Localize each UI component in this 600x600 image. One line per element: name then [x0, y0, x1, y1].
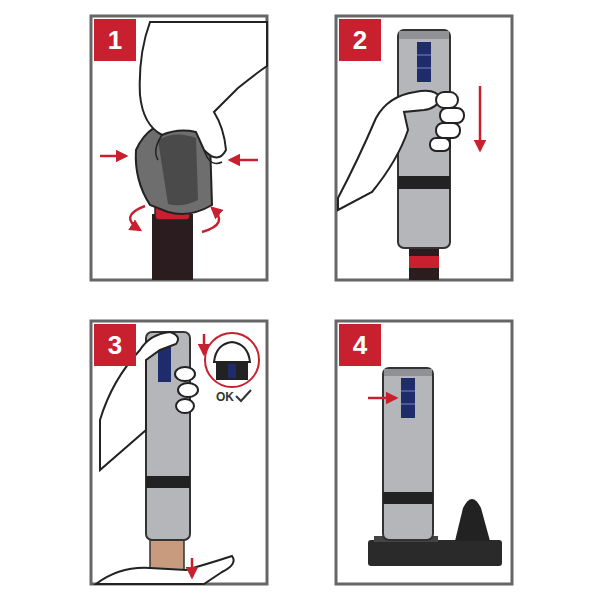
step-number: 4 — [353, 332, 367, 358]
button-line — [417, 54, 431, 56]
opener-band — [383, 492, 433, 504]
inset-button — [228, 364, 236, 378]
panel-2-art — [338, 30, 480, 280]
step-number-badge: 4 — [339, 324, 381, 366]
step-number: 2 — [353, 27, 367, 53]
panel-frames — [91, 16, 512, 584]
finger — [436, 123, 460, 138]
inset-opener-top — [216, 362, 248, 380]
release-arrow — [191, 558, 194, 577]
step-number-badge: 2 — [339, 19, 381, 61]
hand — [140, 22, 267, 158]
finger — [440, 108, 464, 123]
foil-cutter-shade — [158, 134, 198, 205]
squeeze-arrow — [100, 155, 126, 158]
panel-frame — [336, 16, 512, 280]
check-mark — [236, 390, 251, 401]
finger — [175, 367, 195, 381]
panel-4-art — [368, 368, 502, 566]
panel-frame — [91, 321, 267, 584]
electric-opener — [383, 368, 433, 540]
squeeze-arrow — [230, 159, 258, 162]
finger — [436, 92, 458, 108]
button-line — [417, 67, 431, 69]
catching-hand — [96, 556, 234, 584]
button-line — [401, 390, 415, 392]
panel-frame — [91, 16, 267, 280]
hand — [338, 91, 440, 210]
detail-inset — [205, 333, 259, 387]
bottle-capsule — [409, 256, 439, 268]
status-label: OK — [216, 391, 234, 403]
bottle-neck — [152, 214, 193, 280]
finger — [178, 383, 198, 397]
button-line — [401, 403, 415, 405]
push-arrow — [479, 86, 482, 150]
opener-cap — [399, 31, 449, 39]
rotate-arrow — [202, 208, 219, 232]
inset-thumb — [214, 342, 250, 362]
opener-band — [398, 176, 450, 189]
electric-opener — [398, 30, 450, 248]
finger — [176, 399, 194, 413]
indicator-arrow — [368, 397, 396, 400]
step-number: 3 — [108, 332, 122, 358]
rotate-arrow — [130, 206, 145, 230]
finger-line — [204, 150, 222, 164]
opener-band — [146, 476, 190, 488]
electric-opener — [146, 332, 190, 540]
finger — [430, 138, 450, 151]
step-number: 1 — [108, 27, 122, 53]
foil-cutter — [455, 499, 490, 541]
step-number-badge: 1 — [94, 19, 136, 61]
panel-3-art — [96, 332, 259, 584]
opener-cap — [384, 369, 432, 376]
step-number-badge: 3 — [94, 324, 136, 366]
bottle-neck — [409, 246, 439, 280]
cork — [150, 538, 184, 570]
hand — [100, 332, 178, 470]
panel-frame — [336, 321, 512, 584]
opener-button — [417, 42, 431, 82]
push-arrow — [203, 334, 206, 354]
thumb-line — [156, 135, 162, 160]
opener-button — [401, 378, 415, 418]
charging-base — [368, 540, 502, 566]
